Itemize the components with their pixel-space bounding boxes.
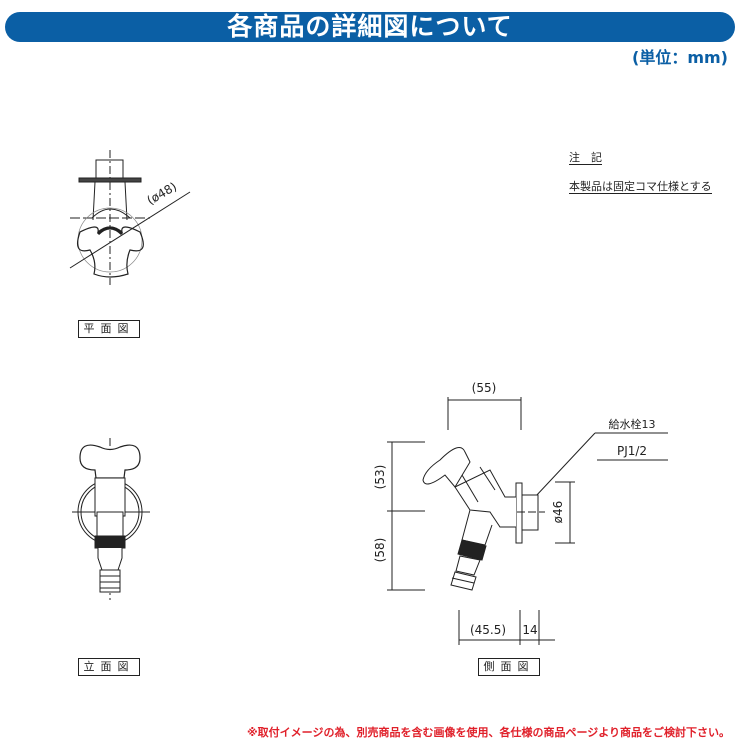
spec-name: 給水栓13 (609, 417, 656, 431)
dim-45-5: (45.5) (470, 623, 506, 637)
spec-thread: PJ1/2 (617, 444, 647, 458)
plan-diameter-label: (ø48) (145, 179, 180, 207)
plan-view-drawing: (ø48) (69, 150, 191, 285)
unit-label: (単位：mm) (632, 48, 728, 67)
page-title: 各商品の詳細図について (5, 12, 735, 42)
footer-disclaimer: ※取付イメージの為、別売商品を含む画像を使用、各仕様の商品ページより商品をご検討… (246, 726, 730, 739)
dim-53: (53) (373, 465, 387, 490)
notes-heading: 注 記 (569, 151, 602, 165)
side-view-drawing: (55) (53) (58) ø46 給水栓13 PJ1/2 (45.5) 14 (373, 381, 668, 645)
dim-14: 14 (522, 623, 537, 637)
dim-55: (55) (472, 381, 497, 395)
front-view-drawing (72, 438, 150, 600)
side-view-label: 側面図 (478, 658, 540, 676)
dim-phi46: ø46 (551, 501, 565, 524)
plan-view-label: 平面図 (78, 320, 140, 338)
notes-text: 本製品は固定コマ仕様とする (569, 180, 712, 194)
front-view-label: 立面図 (78, 658, 140, 676)
dim-58: (58) (373, 538, 387, 563)
